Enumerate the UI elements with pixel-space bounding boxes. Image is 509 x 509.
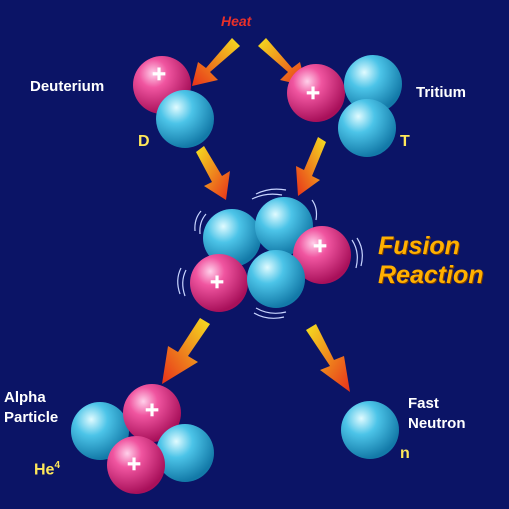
cluster-neutron-3 — [247, 250, 305, 308]
reaction-to-neutron-arrow — [306, 324, 350, 392]
alpha-neutron-left — [71, 402, 129, 460]
neutron-label-line2: Neutron — [408, 415, 466, 432]
tritium-label: Tritium — [416, 84, 467, 101]
tritium-to-reaction-arrow — [296, 137, 326, 196]
deuterium-to-reaction-arrow — [196, 146, 230, 200]
plus-sign: + — [145, 397, 159, 424]
deuterium-symbol: D — [138, 133, 150, 150]
alpha-particle-nucleus — [71, 384, 214, 494]
plus-sign: + — [152, 61, 166, 88]
alpha-proton-top — [123, 384, 181, 442]
fusion-title-line2: Reaction — [378, 261, 484, 289]
alpha-symbol-superscript: 4 — [54, 460, 61, 471]
fusion-cluster — [190, 197, 351, 312]
cluster-proton-1 — [293, 226, 351, 284]
heat-arrow-left — [192, 38, 240, 86]
tritium-neutron-top — [344, 55, 402, 113]
alpha-label-line1: Alpha — [4, 389, 46, 406]
alpha-neutron-right — [156, 424, 214, 482]
alpha-symbol-text: He — [34, 461, 55, 479]
alpha-particle-label: Alpha Particle — [4, 388, 58, 428]
fast-neutron-label: Fast Neutron — [408, 394, 466, 434]
alpha-symbol: He4 — [34, 456, 60, 480]
alpha-proton-bottom — [107, 436, 165, 494]
tritium-nucleus — [287, 55, 402, 157]
deuterium-label: Deuterium — [30, 78, 105, 95]
cluster-proton-2 — [190, 254, 248, 312]
plus-sign: + — [127, 451, 141, 478]
fusion-reaction-title: Fusion Reaction — [378, 232, 484, 290]
alpha-label-line2: Particle — [4, 409, 59, 426]
heat-label: Heat — [221, 13, 252, 29]
fast-neutron-particle — [341, 401, 399, 459]
neutron-symbol: n — [400, 445, 410, 462]
vibration-marks — [177, 188, 363, 319]
proton-plus-signs: + + + + + + — [127, 61, 328, 479]
plus-sign: + — [313, 233, 327, 260]
tritium-proton — [287, 64, 345, 122]
tritium-neutron-bottom — [338, 99, 396, 157]
deuterium-neutron — [156, 90, 214, 148]
neutron-label-line1: Fast — [408, 395, 439, 412]
plus-sign: + — [306, 80, 320, 107]
reaction-to-alpha-arrow — [162, 318, 210, 384]
fusion-title-line1: Fusion — [378, 232, 460, 260]
cluster-neutron-1 — [203, 209, 261, 267]
plus-sign: + — [210, 269, 224, 296]
tritium-symbol: T — [400, 133, 410, 150]
deuterium-nucleus — [133, 56, 214, 148]
heat-arrow-right — [258, 38, 306, 86]
